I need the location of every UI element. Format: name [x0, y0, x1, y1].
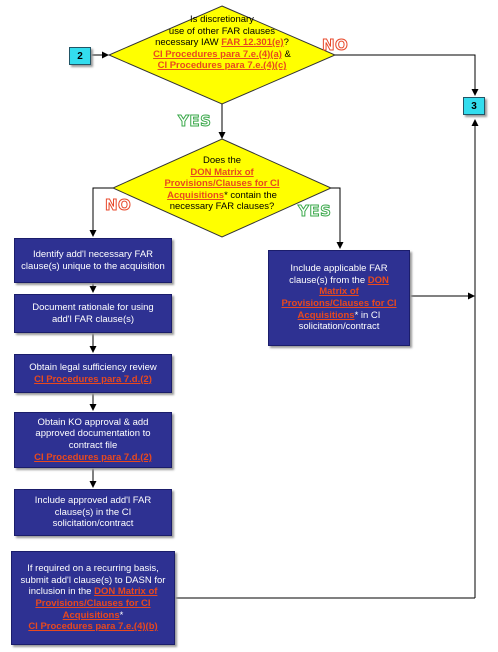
ci-procedures-7e4a-link[interactable]: CI Procedures para 7.e.(4)(a): [153, 48, 282, 60]
decision-1-line-4: CI Procedures para 7.e.(4)(a) &: [140, 49, 304, 61]
decision-1-prefix: necessary IAW: [155, 37, 222, 49]
step-legal-review: Obtain legal sufficiency review CI Proce…: [14, 354, 172, 393]
decision-1-line-3: necessary IAW FAR 12.301(e)?: [140, 37, 304, 49]
decision-2-line-3: necessary FAR clauses?: [169, 201, 275, 213]
step-submit-ci-procedures-link[interactable]: CI Procedures para 7.e.(4)(b): [28, 621, 158, 633]
step-ko-approval-link[interactable]: CI Procedures para 7.d.(2): [34, 451, 152, 463]
decision-1-yes-label: YES: [177, 112, 212, 131]
decision-1-line-1: Is discretionary: [190, 14, 254, 25]
include-matrix-clauses-box: Include applicable FAR clause(s) from th…: [268, 250, 410, 346]
decision-2-line-1: Does the: [202, 155, 242, 166]
step-ko-approval-text: Obtain KO approval & add approved docume…: [35, 416, 151, 451]
step-include-approved: Include approved add'l FAR clause(s) in …: [14, 489, 172, 536]
include-matrix-clauses-text: Include applicable FAR clause(s) from th…: [275, 263, 403, 332]
step-submit-to-dasn-label: If required on a recurring basis, submit…: [20, 563, 166, 598]
include-matrix-clauses-suffix: * in CI solicitation/contract: [298, 309, 381, 333]
decision-1-no-label: NO: [321, 36, 349, 55]
decision-1-amp: &: [281, 48, 291, 60]
step-identify-clauses-text: Identify add'l necessary FAR clause(s) u…: [21, 248, 165, 272]
step-identify-clauses: Identify add'l necessary FAR clause(s) u…: [14, 238, 172, 283]
step-ko-approval: Obtain KO approval & add approved docume…: [14, 412, 172, 468]
decision-2-line-2: DON Matrix of Provisions/Clauses for CI …: [146, 167, 298, 202]
step-submit-to-dasn-text: If required on a recurring basis, submit…: [14, 563, 172, 621]
decision-diamond-2: [111, 138, 333, 238]
decision-2-link-suffix: * contain the: [224, 189, 277, 201]
connector-3: 3: [463, 97, 485, 115]
don-matrix-link[interactable]: DON Matrix of Provisions/Clauses for CI …: [164, 166, 280, 201]
ci-procedures-7e4c-link[interactable]: CI Procedures para 7.e.(4)(c): [157, 60, 287, 72]
step-legal-review-link[interactable]: CI Procedures para 7.d.(2): [34, 373, 152, 385]
step-include-approved-text: Include approved add'l FAR clause(s) in …: [34, 495, 152, 530]
step-submit-don-matrix-link[interactable]: DON Matrix of Provisions/Clauses for CI …: [35, 586, 158, 621]
far-12-301-link[interactable]: FAR 12.301(e): [221, 37, 284, 49]
include-matrix-clauses-label: Include applicable FAR clause(s) from th…: [289, 263, 388, 286]
step-submit-link-suffix: *: [119, 609, 124, 621]
decision-1-line-5: CI Procedures para 7.e.(4)(c): [140, 60, 304, 72]
step-submit-to-dasn: If required on a recurring basis, submit…: [11, 551, 175, 645]
yes-box-don-matrix-link[interactable]: DON Matrix of Provisions/Clauses for CI …: [281, 274, 397, 321]
decision-1-line-2: use of other FAR clauses: [168, 25, 276, 37]
decision-2-yes-label: YES: [297, 202, 332, 221]
decision-1-qmark: ?: [283, 37, 289, 49]
decision-2-text: Does the DON Matrix of Provisions/Clause…: [146, 155, 298, 213]
step-document-rationale: Document rationale for using add'l FAR c…: [14, 294, 172, 333]
step-legal-review-text: Obtain legal sufficiency review: [29, 361, 157, 373]
decision-1-text: Is discretionary use of other FAR clause…: [140, 14, 304, 72]
step-document-rationale-text: Document rationale for using add'l FAR c…: [32, 301, 154, 325]
connector-2: 2: [69, 47, 91, 65]
decision-2-no-label: NO: [104, 196, 132, 215]
